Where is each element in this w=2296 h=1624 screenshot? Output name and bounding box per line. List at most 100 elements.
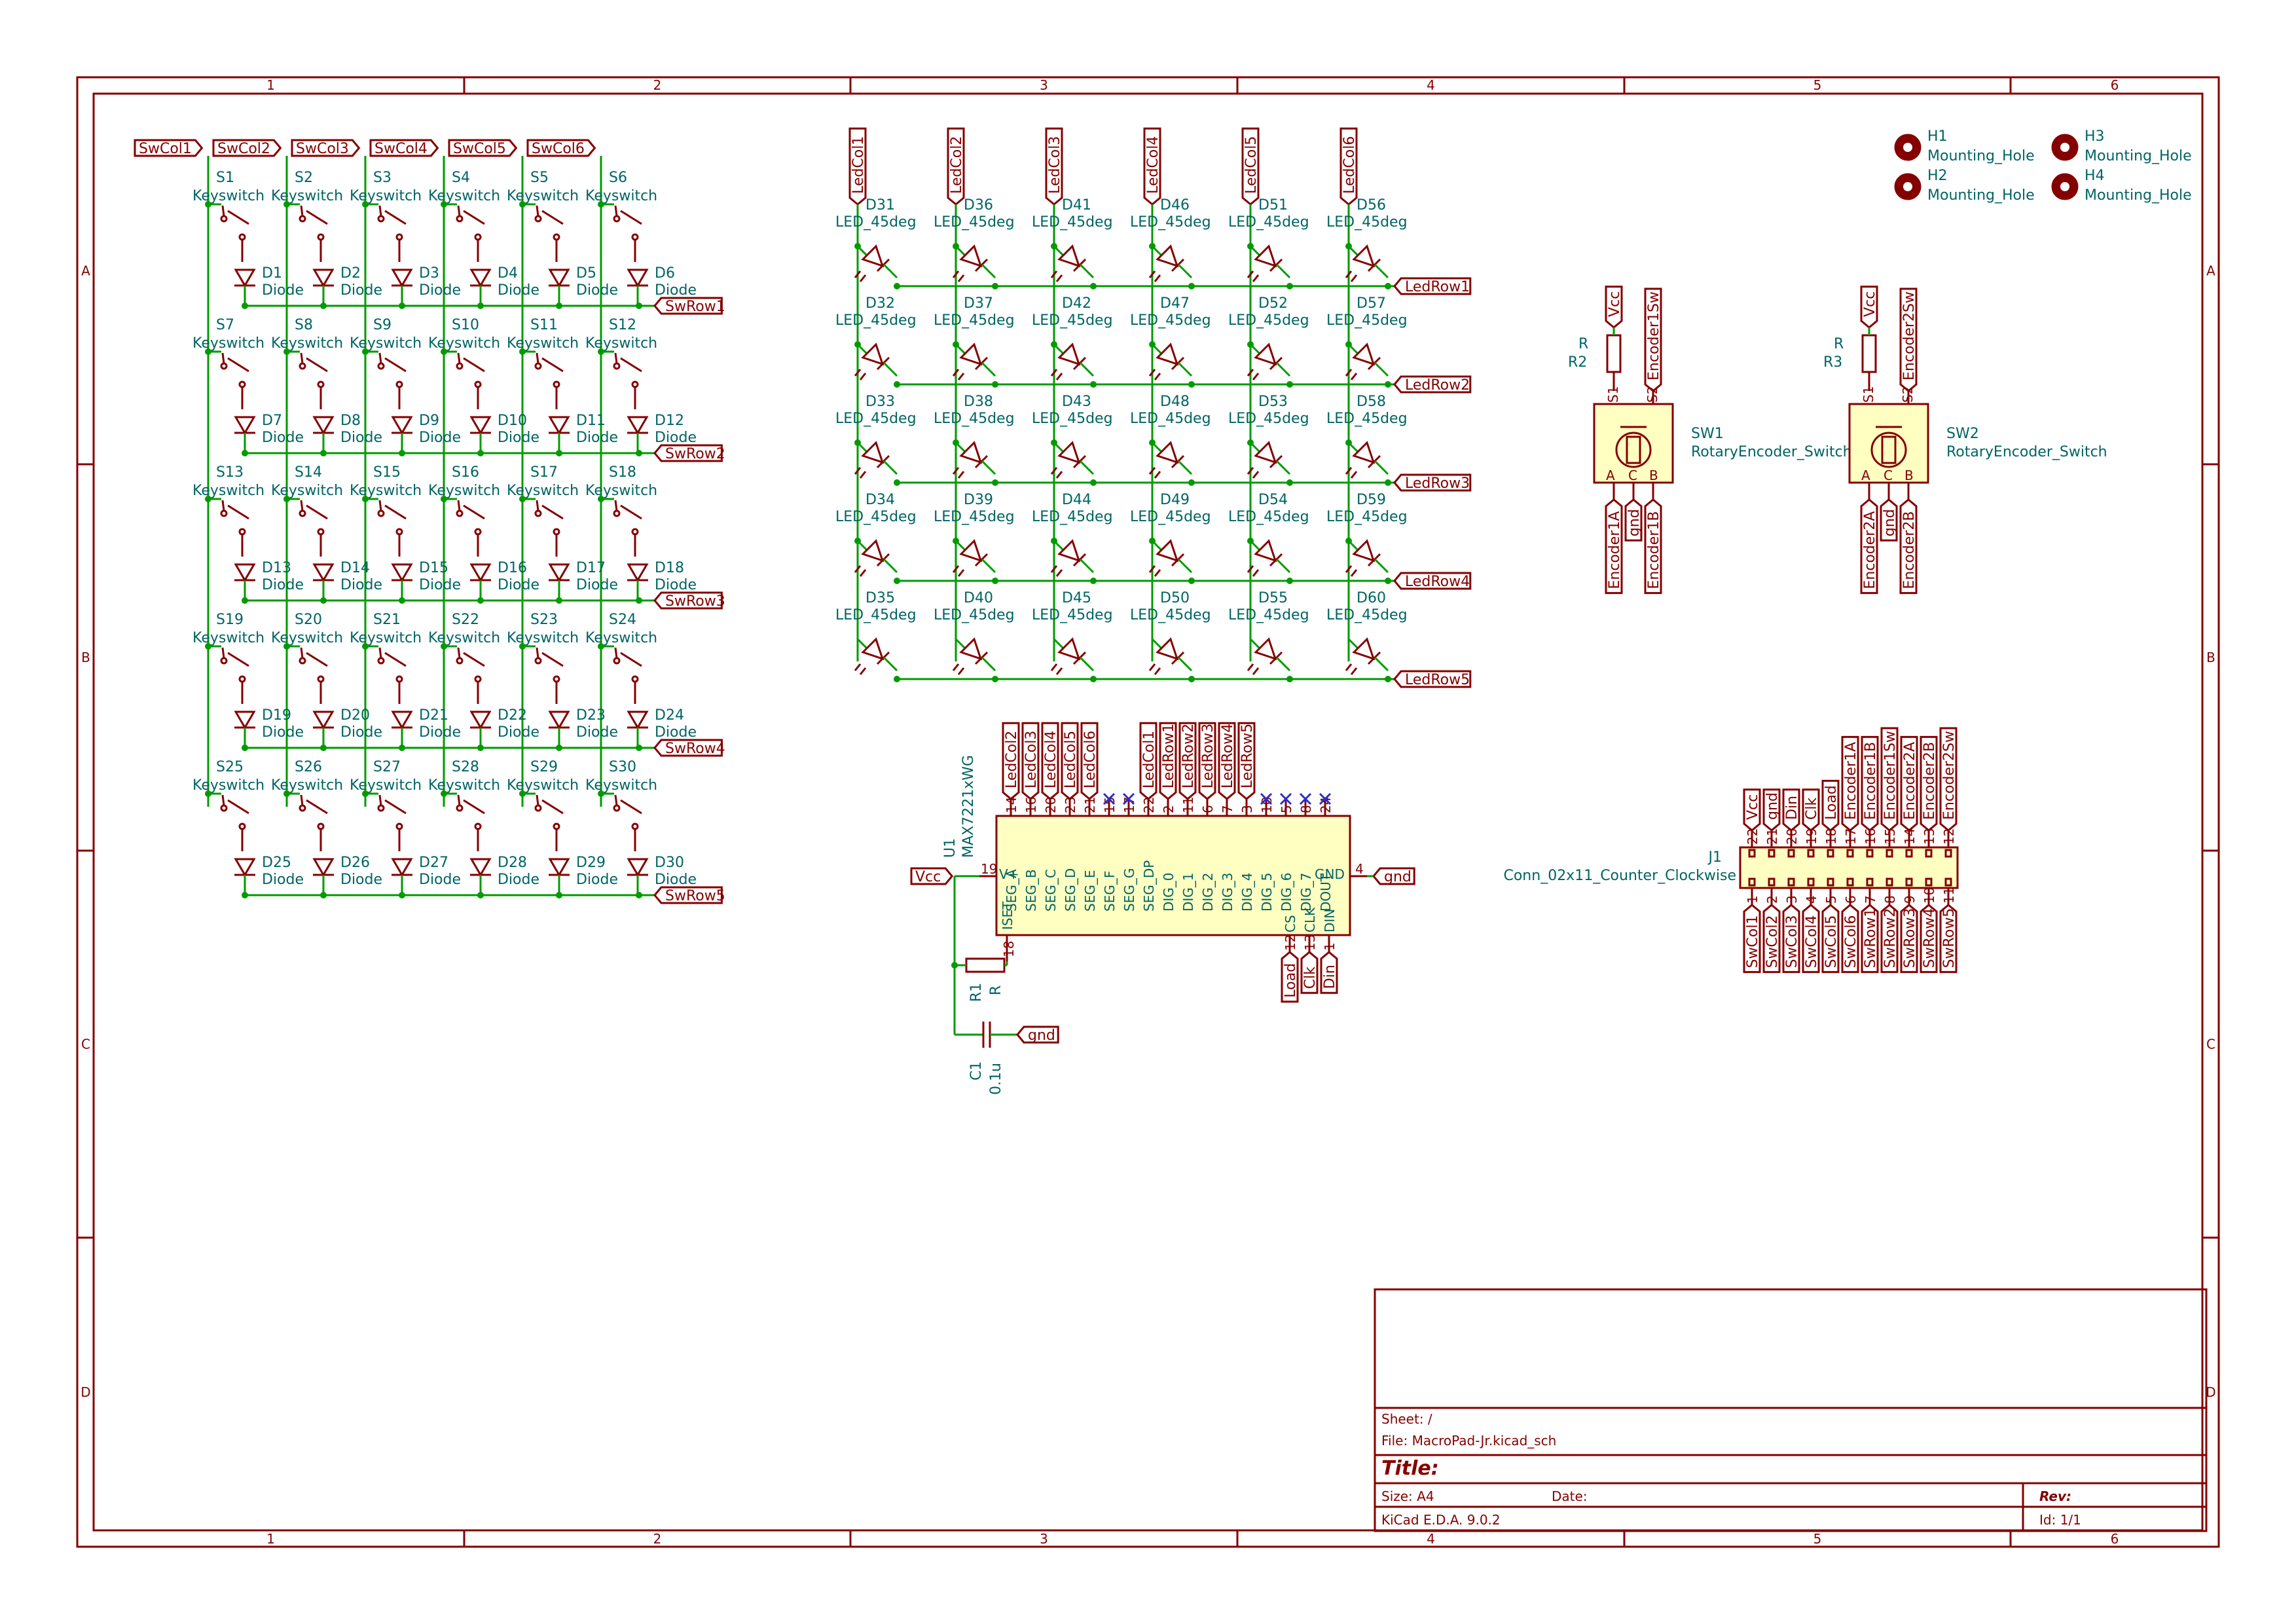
led-arrow — [1050, 467, 1058, 475]
switch-contact — [317, 675, 325, 683]
connector-net-top: Load — [1823, 785, 1840, 820]
led-lead — [1079, 558, 1095, 574]
enc-a-label: Encoder1A — [1607, 511, 1623, 589]
connector-net-bottom-shape — [1900, 904, 1918, 973]
enc-vcc-label-shape — [1605, 286, 1623, 329]
led-arrow — [854, 270, 862, 278]
junction-dot — [636, 597, 642, 604]
diode-triangle — [234, 858, 256, 877]
connector-pin-num: 11 — [1941, 887, 1957, 904]
led-value: LED_45deg — [835, 411, 917, 427]
sw-row-label-2: SwRow2 — [665, 446, 725, 462]
switch-value: Keyswitch — [350, 188, 422, 204]
switch-contact — [474, 822, 482, 830]
connector-contact — [1748, 877, 1756, 887]
frame-col-label-bottom: 2 — [653, 1531, 662, 1547]
driver-c1-gnd-label-shape — [1016, 1025, 1059, 1044]
enc-a-label: Encoder2A — [1862, 511, 1878, 589]
frame-row-label-left: B — [81, 650, 90, 665]
connector-contact — [1827, 849, 1834, 858]
connector-ref: J1 — [1707, 849, 1722, 866]
led-value: LED_45deg — [1228, 509, 1309, 525]
title-file: File: MacroPad-Jr.kicad_sch — [1381, 1433, 1556, 1449]
connector-pin-num: 5 — [1823, 895, 1839, 904]
led-arrow — [1247, 369, 1254, 377]
switch-contact — [631, 380, 639, 388]
diode-d18: D18 — [655, 560, 684, 576]
led-triangle — [959, 244, 983, 268]
led-d40: D40 — [964, 590, 993, 606]
led-triangle — [1254, 441, 1277, 464]
driver-pin-name: CLK — [1302, 907, 1318, 932]
switch-lever — [463, 799, 485, 815]
connector-net-bottom-shape — [1802, 904, 1820, 973]
diode-triangle — [391, 268, 413, 287]
led-triangle — [861, 342, 884, 366]
enc-sw-label-shape — [1899, 287, 1918, 392]
led-triangle — [959, 441, 983, 464]
connector-pin-num: 7 — [1863, 895, 1878, 904]
switch-contact — [220, 509, 228, 517]
switch-lever — [620, 652, 642, 667]
connector-pin-num: 10 — [1922, 887, 1937, 904]
driver-net-ledrow3-shape — [1198, 722, 1216, 800]
connector-net-bottom: SwRow1 — [1863, 908, 1879, 969]
connector-net-top: Din — [1784, 796, 1800, 820]
sw-row-label-4-shape — [653, 739, 723, 757]
driver-net-ledrow3: LedRow3 — [1200, 724, 1216, 788]
driver-pin-name: CS — [1283, 915, 1298, 932]
driver-net-ledrow1-shape — [1159, 722, 1177, 800]
led-lead — [1374, 558, 1389, 574]
enc-vcc-label-shape — [1860, 286, 1878, 329]
diode-d28: D28 — [498, 855, 527, 871]
driver-value: MAX7221xWG — [960, 755, 977, 858]
driver-vcc-label-shape — [910, 867, 954, 885]
led-lead — [883, 558, 898, 574]
switch-s28: S28 — [452, 759, 479, 775]
led-triangle — [1352, 441, 1376, 464]
switch-value: Keyswitch — [350, 777, 422, 794]
diode-triangle — [312, 710, 335, 729]
led-arrow — [952, 467, 960, 475]
frame-row-label-left: A — [81, 263, 90, 279]
switch-contact — [553, 675, 560, 683]
led-arrow — [1148, 270, 1156, 278]
switch-contact — [534, 215, 542, 223]
enc-sw-label: Encoder2Sw — [1901, 291, 1918, 380]
driver-net-ledcol2-shape — [1002, 722, 1020, 800]
driver-pin-num: 3 — [1239, 805, 1255, 813]
switch-lead — [457, 647, 461, 659]
led-d57: D57 — [1357, 295, 1386, 312]
switch-lead — [614, 794, 618, 806]
led-arrow — [1055, 274, 1063, 282]
led-value: LED_45deg — [1228, 214, 1309, 231]
led-lead — [856, 441, 868, 453]
led-triangle — [861, 441, 884, 464]
enc-sw-label: Encoder1Sw — [1646, 291, 1662, 380]
switch-s2: S2 — [295, 170, 313, 186]
switch-contact — [395, 675, 403, 683]
switch-s19: S19 — [216, 612, 244, 628]
switch-contact — [534, 509, 542, 517]
led-d47: D47 — [1160, 295, 1190, 312]
diode-value: Diode — [655, 282, 697, 299]
led-arrow — [854, 467, 862, 475]
led-value: LED_45deg — [1032, 214, 1113, 231]
led-lead — [1177, 558, 1193, 574]
led-d39: D39 — [964, 492, 993, 508]
connector-net-bottom-shape — [1743, 904, 1761, 973]
switch-value: Keyswitch — [350, 483, 422, 499]
diode-value: Diode — [262, 577, 304, 593]
diode-d12: D12 — [655, 413, 684, 429]
connector-net-top-shape — [1762, 788, 1781, 832]
driver-pin-num: 6 — [1200, 805, 1216, 813]
driver-pin-num: 12 — [1283, 934, 1298, 951]
connector-net-top: Encoder2Sw — [1941, 731, 1958, 820]
led-d56: D56 — [1357, 197, 1386, 213]
led-lead — [981, 558, 996, 574]
driver-pin-name: SEG_DP — [1141, 860, 1157, 912]
diode-d3: D3 — [419, 265, 439, 282]
diode-value: Diode — [419, 872, 461, 888]
switch-value: Keyswitch — [428, 483, 500, 499]
